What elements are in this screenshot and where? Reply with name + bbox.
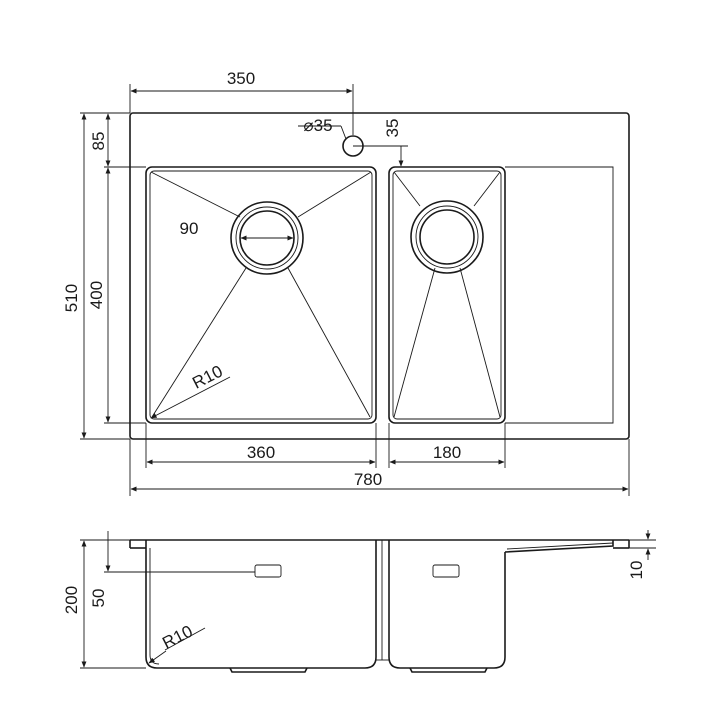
label-510: 510 (62, 284, 81, 312)
small-bowl (388, 166, 506, 424)
label-200: 200 (62, 586, 81, 614)
large-bowl-section (145, 540, 377, 669)
label-r10-section: R10 (159, 622, 195, 653)
small-bowl-drain (409, 667, 488, 673)
drainboard-outline (505, 166, 614, 424)
label-10: 10 (627, 561, 646, 580)
label-r10: R10 (189, 362, 225, 393)
dim-line-r10-section (148, 650, 167, 664)
sink-outline (129, 112, 630, 440)
label-350: 350 (227, 69, 255, 88)
label-360: 360 (247, 443, 275, 462)
label-50: 50 (89, 589, 108, 608)
section-view: 200 50 R10 10 (62, 530, 656, 673)
large-bowl-drain (229, 667, 308, 673)
label-180: 180 (433, 443, 461, 462)
small-drain (410, 200, 484, 274)
small-bowl-section (388, 540, 506, 669)
label-780: 780 (354, 470, 382, 489)
label-35: 35 (383, 119, 402, 138)
plan-view: 350 ⌀35 35 85 510 400 90 R10 360 180 780 (62, 69, 630, 496)
drainboard-section (504, 540, 614, 553)
large-drain (230, 201, 304, 275)
label-90: 90 (180, 219, 199, 238)
large-bowl (145, 166, 377, 424)
large-bowl-overflow (254, 564, 282, 578)
label-tap-hole: ⌀35 (303, 116, 332, 135)
label-85: 85 (89, 132, 108, 151)
label-400: 400 (87, 281, 106, 309)
small-bowl-overflow (432, 564, 460, 578)
dim-line-r10 (150, 376, 231, 419)
